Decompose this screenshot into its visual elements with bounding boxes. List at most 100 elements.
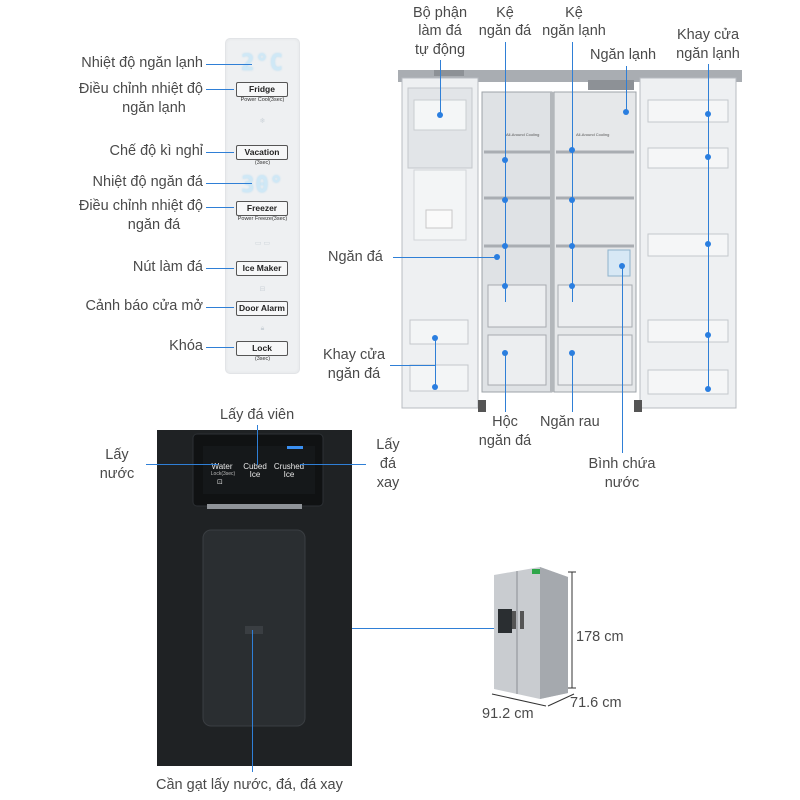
cubed-ice-button[interactable]: Cubed xyxy=(243,462,267,471)
label-ice-maker-3: tự động xyxy=(414,42,466,58)
label-water-2: nước xyxy=(99,466,135,482)
label-freezer-temp: Nhiệt độ ngăn đá xyxy=(92,174,203,190)
marker-dot xyxy=(705,241,711,247)
dispenser-closeup: Water Lock(3sec) ⊡ Cubed Ice Crushed Ice xyxy=(157,430,352,766)
fridge-button-sub: Power Cool(3sec) xyxy=(240,97,285,103)
label-fridge-compartment: Ngăn lạnh xyxy=(590,47,657,63)
leader-line xyxy=(206,347,234,348)
leader-line xyxy=(146,464,218,465)
marker-dot xyxy=(569,283,575,289)
lock-icon: ⊡ xyxy=(217,479,223,486)
vacation-button-sub: (3sec) xyxy=(254,160,271,166)
label-freezer-drawer-2: ngăn đá xyxy=(478,433,532,449)
label-cubed-ice: Lấy đá viên xyxy=(220,407,295,423)
label-fridge-adjust-2: ngăn lạnh xyxy=(122,100,186,116)
label-fridge-shelf-1: Kệ xyxy=(565,5,583,21)
crushed-ice-button[interactable]: Crushed xyxy=(273,462,305,471)
fridge-closed-illustration xyxy=(490,565,580,700)
interior-text-left: All-Around Cooling xyxy=(506,132,540,137)
leader-line xyxy=(393,257,497,258)
fridge-open-illustration: All-Around Cooling All-Around Cooling xyxy=(398,68,742,415)
vacation-button[interactable]: Vacation xyxy=(236,145,288,160)
marker-dot xyxy=(705,386,711,392)
marker-dot xyxy=(569,147,575,153)
leader-line xyxy=(206,183,252,184)
lock-status-icon: 🔒︎ xyxy=(260,325,265,332)
leader-line xyxy=(505,352,506,412)
control-panel: 2°C Fridge Power Cool(3sec) ❄ Vacation (… xyxy=(225,38,300,374)
leader-line xyxy=(300,464,366,465)
leader-line xyxy=(257,425,258,465)
fridge-closed-drawing xyxy=(494,567,568,699)
leader-line xyxy=(206,307,234,308)
label-vegetable-drawer: Ngăn rau xyxy=(540,414,600,430)
marker-dot xyxy=(437,112,443,118)
freezer-button-sub: Power Freeze(3sec) xyxy=(237,216,288,222)
marker-dot xyxy=(569,197,575,203)
ice-status-icon: ▭ ▭ xyxy=(254,240,271,247)
label-water-1: Lấy xyxy=(105,447,129,463)
label-fridge-adjust-1: Điều chỉnh nhiệt độ xyxy=(78,81,203,97)
ice-maker-button[interactable]: Ice Maker xyxy=(236,261,288,276)
water-button[interactable]: Water xyxy=(211,462,233,471)
marker-dot xyxy=(432,384,438,390)
leader-line xyxy=(252,630,253,772)
water-button-sub: Lock(3sec) xyxy=(210,471,236,477)
leader-line xyxy=(206,268,234,269)
label-ice-maker-2: làm đá xyxy=(418,23,462,39)
label-freezer-shelf-1: Kệ xyxy=(496,5,514,21)
marker-dot xyxy=(705,154,711,160)
label-freezer-door-tray-2: ngăn đá xyxy=(327,366,381,382)
label-freezer-adjust-2: ngăn đá xyxy=(127,217,181,233)
leader-line xyxy=(435,338,436,388)
alarm-status-icon: ⊟ xyxy=(259,286,266,293)
leader-line xyxy=(708,64,709,389)
label-freezer-door-tray-1: Khay cửa xyxy=(322,347,386,363)
crushed-ice-button-line2: Ice xyxy=(283,470,295,479)
label-freezer-adjust-1: Điều chỉnh nhiệt độ xyxy=(78,198,203,214)
dimension-lines xyxy=(491,571,576,707)
label-water-tank-2: nước xyxy=(604,475,640,491)
marker-dot xyxy=(502,197,508,203)
marker-dot xyxy=(569,243,575,249)
lock-button[interactable]: Lock xyxy=(236,341,288,356)
label-crushed-3: xay xyxy=(376,475,400,491)
leader-line xyxy=(572,42,573,302)
label-freezer-shelf-2: ngăn đá xyxy=(478,23,532,39)
label-fridge-door-tray-2: ngăn lạnh xyxy=(676,46,740,62)
dimension-width: 91.2 cm xyxy=(482,706,534,722)
leader-line xyxy=(390,365,420,366)
leader-line xyxy=(206,152,234,153)
fridge-temp-display: 2°C xyxy=(241,51,284,76)
fridge-button[interactable]: Fridge xyxy=(236,82,288,97)
door-alarm-button[interactable]: Door Alarm xyxy=(236,301,288,316)
interior-text-right: All-Around Cooling xyxy=(576,132,610,137)
label-ice-button: Nút làm đá xyxy=(132,259,203,275)
label-lever: Cần gạt lấy nước, đá, đá xay xyxy=(156,777,343,793)
marker-dot xyxy=(502,157,508,163)
label-ice-maker-1: Bộ phận xyxy=(412,5,468,21)
dimension-depth: 71.6 cm xyxy=(570,695,622,711)
snowflake-icon: ❄ xyxy=(259,118,266,125)
label-crushed-2: đá xyxy=(379,456,397,472)
leader-line xyxy=(572,352,573,412)
marker-dot xyxy=(494,254,500,260)
label-lock: Khóa xyxy=(169,338,203,354)
leader-line xyxy=(440,60,441,115)
label-water-tank-1: Bình chứa xyxy=(588,456,656,472)
leader-line xyxy=(352,628,500,629)
dispenser-drawing xyxy=(157,430,352,766)
label-fridge-door-tray-1: Khay cửa xyxy=(676,27,740,43)
cubed-ice-button-line2: Ice xyxy=(249,470,261,479)
fridge-drawing xyxy=(398,68,742,412)
leader-line xyxy=(206,207,234,208)
marker-dot xyxy=(432,335,438,341)
leader-line xyxy=(626,66,627,112)
leader-line xyxy=(420,365,435,366)
marker-dot xyxy=(705,111,711,117)
marker-dot xyxy=(705,332,711,338)
dimension-height: 178 cm xyxy=(576,629,624,645)
label-fridge-temp: Nhiệt độ ngăn lạnh xyxy=(81,55,203,71)
freezer-button[interactable]: Freezer xyxy=(236,201,288,216)
lock-button-sub: (3sec) xyxy=(254,356,271,362)
